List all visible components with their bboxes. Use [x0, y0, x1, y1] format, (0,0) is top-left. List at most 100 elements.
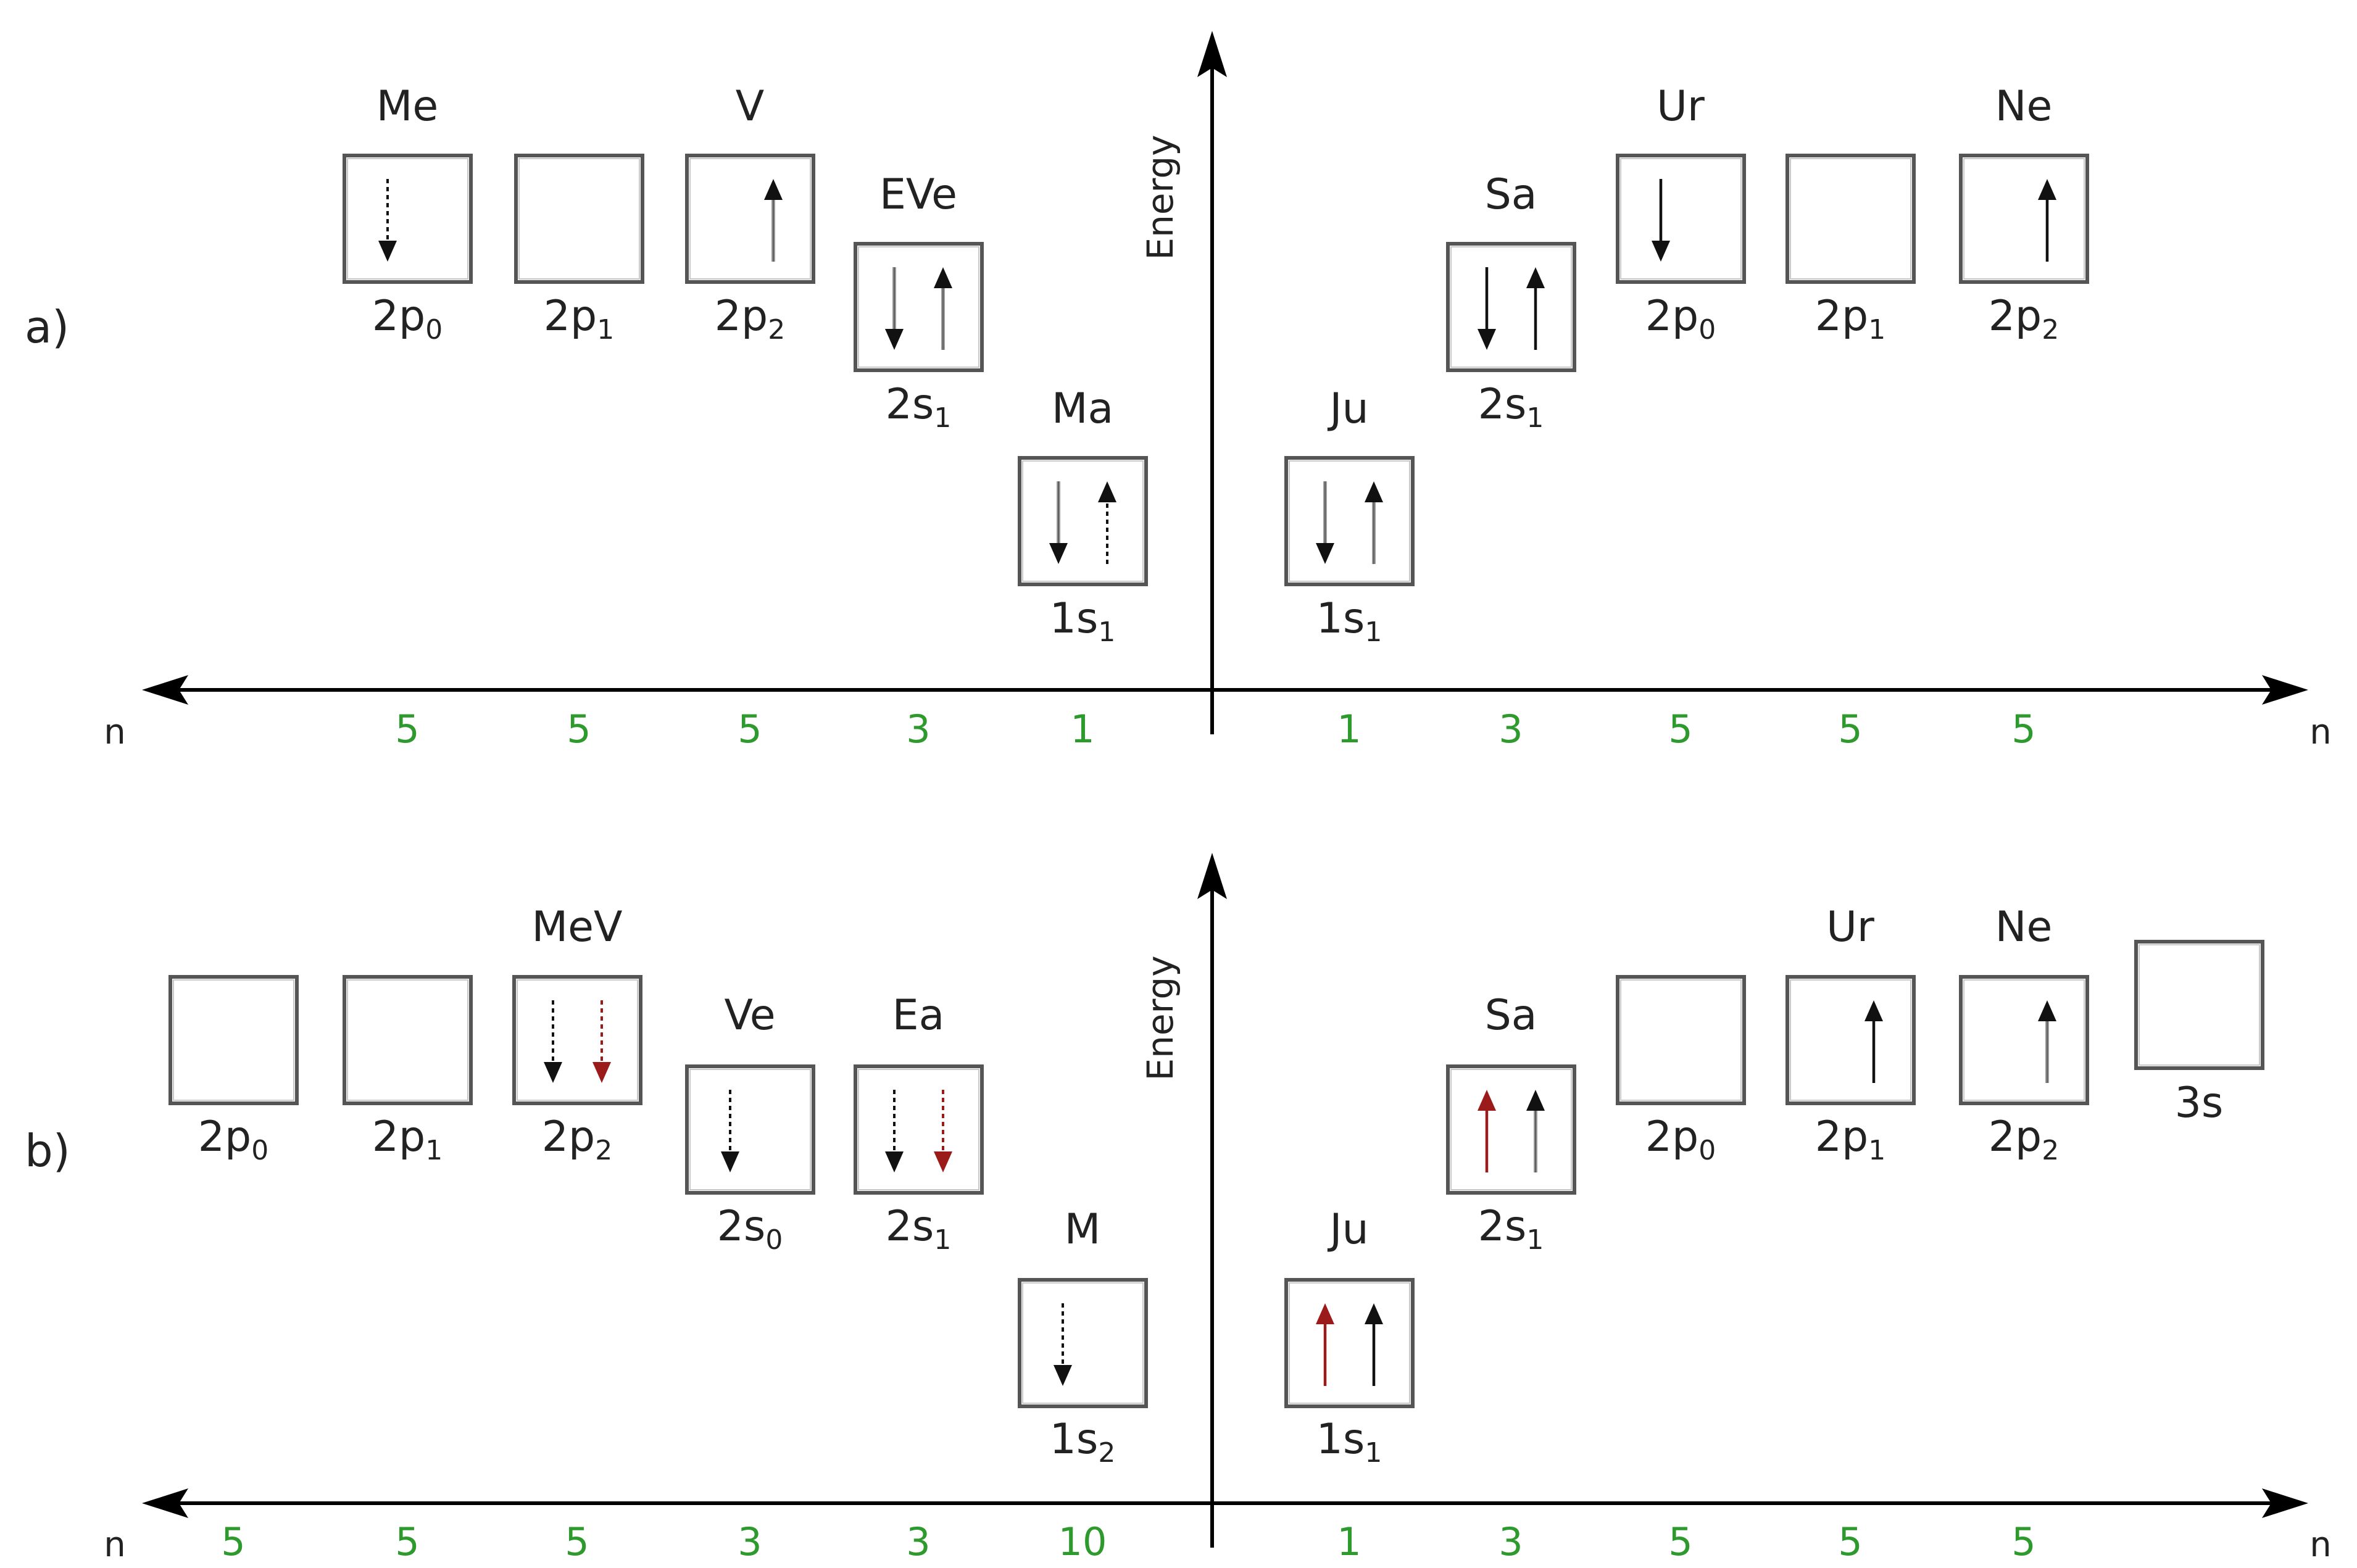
spin-head: [1526, 1090, 1545, 1111]
orbital-name: Sa: [1485, 991, 1537, 1040]
spin-up-arrow: [1864, 1000, 1883, 1083]
orbital-name: EVe: [879, 170, 957, 219]
electron-count: 5: [1838, 707, 1862, 752]
spin-down-arrow: [885, 1090, 904, 1172]
spin-head: [764, 179, 783, 200]
spin-head: [1864, 1000, 1883, 1021]
n-axis-left-label: n: [104, 1525, 126, 1565]
orbital-box-frame: [343, 154, 473, 284]
spin-head: [1478, 1090, 1496, 1111]
orbital-box: Sa 2s1 3: [1446, 991, 1576, 1564]
orbital-box-frame: [854, 1064, 984, 1195]
orbital-name: Me: [376, 82, 439, 131]
electron-count: 1: [1337, 707, 1361, 752]
electron-count: 5: [395, 707, 419, 752]
orbital-label: 2p1: [372, 1113, 443, 1166]
spin-head: [1652, 241, 1670, 262]
orbital-label: 1s1: [1316, 594, 1382, 648]
spin-up-arrow: [2038, 179, 2056, 262]
electron-count: 5: [738, 707, 762, 752]
orbital-label: 2s1: [886, 380, 952, 434]
orbital-box-frame: [685, 154, 815, 284]
orbital-box-frame: [1018, 456, 1148, 586]
spin-head: [885, 1151, 904, 1172]
electron-count: 5: [1838, 1519, 1862, 1564]
orbital-label: 2p1: [1815, 292, 1885, 346]
orbital-box-frame: [1446, 242, 1576, 372]
electron-count: 5: [221, 1519, 245, 1564]
spin-down-arrow: [544, 1000, 562, 1083]
spin-down-arrow: [1478, 267, 1496, 350]
electron-count: 3: [1499, 707, 1523, 752]
orbital-box-frame: [1018, 1278, 1148, 1408]
spin-head: [1049, 543, 1068, 564]
orbital-name: V: [736, 82, 765, 131]
spin-head: [544, 1062, 562, 1083]
spin-head: [721, 1151, 739, 1172]
spin-head: [1054, 1365, 1072, 1386]
orbital-name: Ne: [1995, 82, 2053, 131]
n-axis: [142, 675, 2308, 705]
orbital-label: 1s1: [1050, 594, 1116, 648]
energy-axis-label: Energy: [1139, 955, 1181, 1081]
orbital-label: 2p2: [1989, 292, 2059, 346]
orbital-box: 2p0 5: [168, 975, 299, 1564]
orbital-box: Ur 2p0 5: [1616, 82, 1746, 752]
spin-up-arrow: [1526, 267, 1545, 350]
spin-up-arrow: [934, 267, 952, 350]
spin-down-arrow: [885, 267, 904, 350]
orbital-label: 2p2: [542, 1113, 612, 1166]
orbital-label: 2s0: [717, 1202, 783, 1256]
orbital-label: 2s1: [1478, 1202, 1544, 1256]
orbital-box: MeV 2p2 5: [512, 903, 642, 1564]
electron-count: 5: [395, 1519, 419, 1564]
orbital-name: Sa: [1485, 170, 1537, 219]
orbital-name: Ea: [892, 991, 945, 1040]
orbital-box-frame: [1616, 975, 1746, 1105]
n-axis-right-label: n: [2309, 1525, 2332, 1565]
orbital-label: 2p0: [1645, 292, 1716, 346]
electron-count: 3: [738, 1519, 762, 1564]
panel-label: b): [25, 1125, 70, 1177]
orbital-label: 2p0: [372, 292, 443, 346]
electron-count: 3: [1499, 1519, 1523, 1564]
spin-head: [2038, 1000, 2056, 1021]
spin-up-arrow: [1365, 1303, 1383, 1386]
orbital-box-frame: [168, 975, 299, 1105]
electron-count: 5: [1668, 707, 1692, 752]
orbital-box-frame: [685, 1064, 815, 1195]
electron-count: 1: [1070, 707, 1094, 752]
orbital-name: M: [1065, 1205, 1101, 1254]
orbital-label: 2p1: [544, 292, 614, 346]
orbital-name: MeV: [531, 903, 622, 952]
orbital-label: 2p0: [198, 1113, 268, 1166]
spin-head: [1316, 543, 1334, 564]
orbital-label: 3s: [2175, 1079, 2224, 1127]
orbital-name: Ju: [1327, 384, 1368, 433]
orbital-box-frame: [1959, 975, 2089, 1105]
spin-head: [1098, 481, 1116, 502]
n-axis: [142, 1488, 2308, 1518]
orbital-box-frame: [343, 975, 473, 1105]
electron-count: 5: [1668, 1519, 1692, 1564]
orbital-label: 1s2: [1050, 1415, 1116, 1469]
orbital-name: Ur: [1657, 82, 1705, 131]
electron-count: 5: [565, 1519, 589, 1564]
spin-head: [934, 267, 952, 288]
orbital-label: 2p2: [1989, 1113, 2059, 1166]
orbital-name: Ur: [1826, 903, 1874, 952]
electron-count: 10: [1058, 1519, 1107, 1564]
orbital-box: Me 2p0 5: [343, 82, 473, 752]
spin-head: [378, 241, 397, 262]
